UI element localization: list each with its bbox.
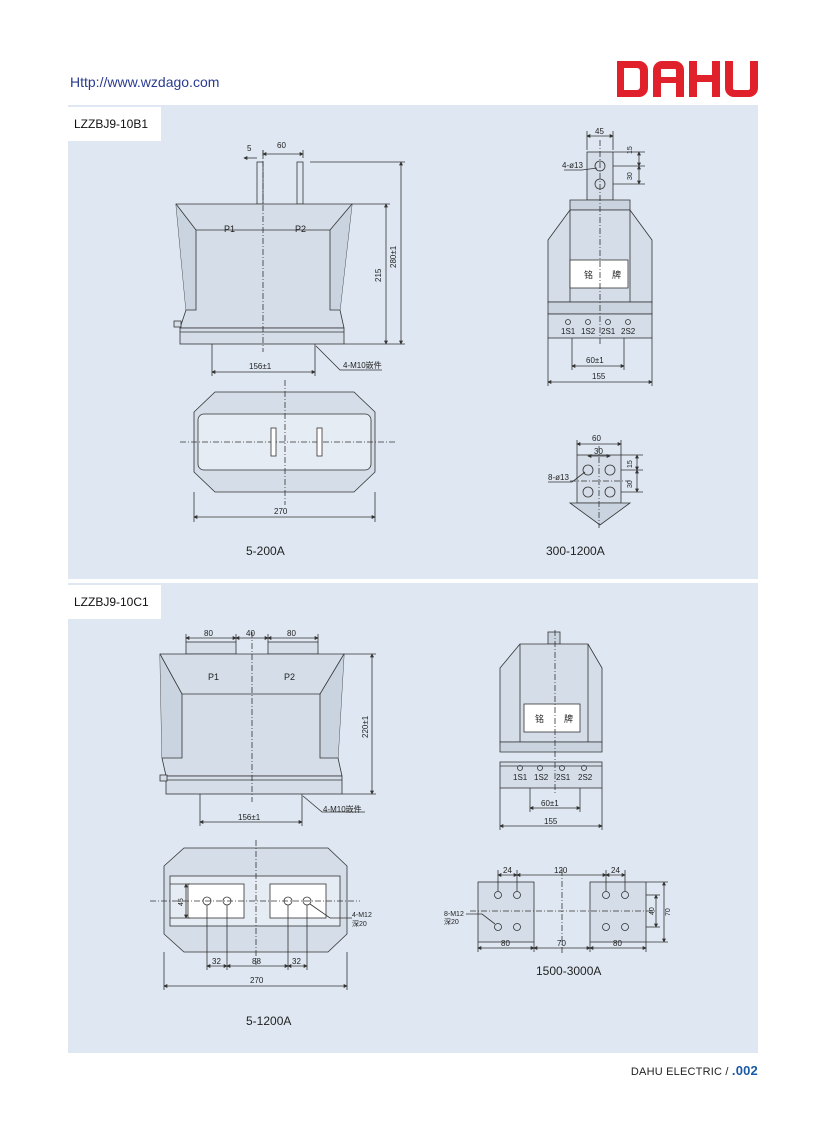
c1-top-dim: 270 (250, 976, 264, 985)
c1-detail-dim: 70 (665, 908, 672, 916)
c1-dim: 80 (204, 629, 213, 638)
c1-top-dim: 深20 (352, 919, 367, 928)
b1-top-view (180, 380, 395, 522)
b1-terminal-detail (548, 440, 643, 528)
c1-detail-dim: 70 (557, 939, 566, 948)
c1-side-view (499, 630, 603, 830)
b1-side-dim: 4-ø13 (562, 161, 583, 170)
b1-secondary: 2S1 (601, 327, 616, 336)
c1-side-dim: 155 (544, 817, 558, 826)
b1-dim: 60 (277, 141, 286, 150)
b1-detail-dim: 15 (627, 460, 634, 468)
b1-side-dim: 30 (627, 172, 634, 180)
b1-secondary: 2S2 (621, 327, 636, 336)
page-footer: DAHU ELECTRIC / .002 (631, 1063, 758, 1078)
model-label-b1: LZZBJ9-10B1 (68, 107, 161, 141)
b1-dim: 270 (274, 507, 288, 516)
b1-detail-dim: 60 (592, 434, 601, 443)
c1-detail-dim: 80 (613, 939, 622, 948)
b1-side-dim: 60±1 (586, 356, 604, 365)
b1-secondary: 1S2 (581, 327, 596, 336)
c1-side-dim: 60±1 (541, 799, 559, 808)
c1-top-dim: 32 (292, 957, 301, 966)
b1-detail-dim: 30 (594, 447, 603, 456)
b1-terminal-p1: P1 (224, 224, 235, 234)
b1-side-view (547, 131, 653, 386)
c1-top-dim: 45 (178, 898, 185, 906)
caption-b1-left: 5-200A (246, 544, 285, 558)
dahu-logo (617, 61, 758, 97)
caption-b1-right: 300-1200A (546, 544, 605, 558)
b1-nameplate: 铭 (584, 269, 593, 280)
c1-secondary: 1S1 (513, 773, 528, 782)
c1-dim: 40 (246, 629, 255, 638)
b1-terminal-p2: P2 (295, 224, 306, 234)
c1-dim: 80 (287, 629, 296, 638)
c1-terminal-p1: P1 (208, 672, 219, 682)
b1-nameplate: 牌 (612, 269, 621, 280)
c1-detail-dim: 40 (649, 907, 656, 915)
c1-detail-dim: 80 (501, 939, 510, 948)
c1-top-view (150, 840, 360, 990)
c1-secondary: 2S1 (556, 773, 571, 782)
caption-c1-left: 5-1200A (246, 1014, 292, 1028)
c1-dim: 220±1 (361, 715, 370, 738)
c1-nameplate: 铭 (535, 713, 544, 724)
b1-dim: 5 (247, 144, 252, 153)
b1-dim: 156±1 (249, 362, 272, 371)
page-number: .002 (731, 1063, 758, 1078)
c1-detail-dim: 24 (503, 866, 512, 875)
c1-secondary: 2S2 (578, 773, 593, 782)
c1-nameplate: 牌 (564, 713, 573, 724)
b1-side-dim: 155 (592, 372, 606, 381)
c1-dim: 4-M10嵌件 (323, 804, 362, 814)
c1-terminal-p2: P2 (284, 672, 295, 682)
website-url[interactable]: Http://www.wzdago.com (70, 74, 220, 90)
b1-dim: 215 (374, 268, 383, 282)
c1-terminal-detail (466, 870, 668, 955)
b1-secondary: 1S1 (561, 327, 576, 336)
caption-c1-right: 1500-3000A (536, 964, 602, 978)
c1-secondary: 1S2 (534, 773, 549, 782)
c1-detail-dim: 8-M12 (444, 911, 464, 918)
b1-side-dim: 15 (627, 146, 634, 154)
b1-front-view (173, 150, 405, 376)
c1-top-dim: 88 (252, 957, 261, 966)
footer-company: DAHU ELECTRIC / (630, 1066, 732, 1078)
b1-dim: 280±1 (389, 245, 398, 268)
b1-dim: 4-M10嵌件 (343, 360, 382, 370)
c1-top-dim: 4-M12 (352, 912, 372, 919)
drawing-lines (150, 131, 668, 990)
c1-detail-dim: 24 (611, 866, 620, 875)
b1-detail-dim: 30 (627, 480, 634, 488)
c1-top-dim: 32 (212, 957, 221, 966)
c1-dim: 156±1 (238, 813, 261, 822)
c1-detail-dim: 120 (554, 866, 568, 875)
b1-side-dim: 45 (595, 127, 604, 136)
drawing-labels: P1 P2 5 60 215 280±1 156±1 4-M10嵌件 270 4… (178, 127, 672, 985)
c1-detail-dim: 深20 (444, 917, 459, 926)
model-label-c1: LZZBJ9-10C1 (68, 585, 161, 619)
b1-detail-dim: 8-ø13 (548, 473, 569, 482)
c1-front-view (159, 632, 376, 826)
